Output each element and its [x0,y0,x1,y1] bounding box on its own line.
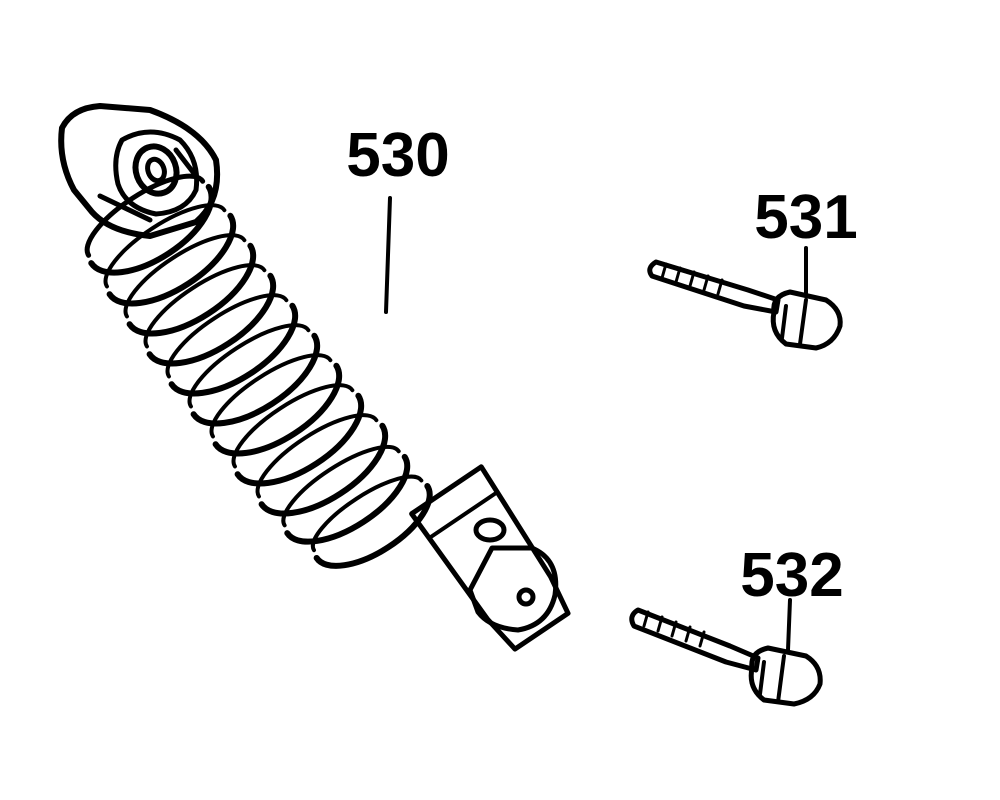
lower-bolt [629,607,823,707]
shock-part-number: 530 [346,121,449,190]
shock-absorber [58,103,571,652]
upper-bolt [647,259,843,351]
shock-lower-eye [467,517,559,633]
shock-lower-body [409,464,571,652]
lower-bolt-part-number: 532 [740,541,843,610]
lower-bolt-leader-line [786,598,792,652]
upper-bolt-head [770,289,843,351]
lower-bolt-head [748,645,823,707]
shock-coil-spring [84,173,433,569]
shock-upper-mount [58,103,221,239]
upper-bolt-part-number: 531 [754,183,857,252]
shock-leader-line [384,196,392,314]
